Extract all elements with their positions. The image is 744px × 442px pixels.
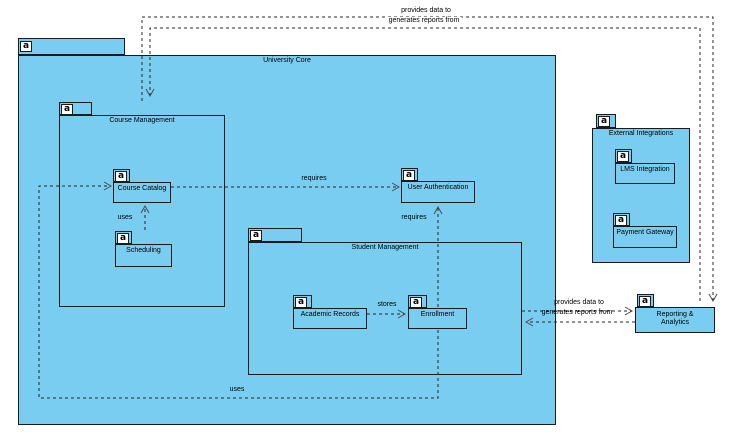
edge-label-course-management-provides-data-to-reporting: provides data to [399,7,453,15]
stereotype-badge-icon: a [410,297,422,308]
stereotype-badge-icon: a [115,171,127,182]
stereotype-badge-icon: a [617,151,629,162]
package-university-core-title: University Core [263,57,311,64]
package-course-management-tab[interactable]: a [59,102,92,115]
component-course-catalog[interactable]: Course Catalog [113,182,171,203]
package-student-management-title: Student Management [351,244,419,251]
stereotype-badge-icon: a [117,233,129,244]
component-payment-gateway-label: Payment Gateway [616,229,674,236]
component-lms-integration-tab[interactable]: a [615,149,632,163]
stereotype-badge-icon: a [639,296,651,307]
component-payment-gateway-tab[interactable]: a [613,213,630,226]
component-enrollment-tab[interactable]: a [408,295,427,308]
component-academic-records[interactable]: Academic Records [293,308,367,329]
package-external-integrations-tab[interactable]: a [596,114,616,128]
component-course-catalog-label: Course Catalog [117,185,167,192]
stereotype-badge-icon: a [20,41,32,52]
component-scheduling-label: Scheduling [126,247,161,254]
component-academic-records-tab[interactable]: a [293,295,312,308]
component-payment-gateway[interactable]: Payment Gateway [613,226,677,248]
package-course-management-title: Course Management [109,117,175,124]
package-external-integrations-title: External Integrations [608,130,674,137]
component-course-catalog-tab[interactable]: a [113,169,130,182]
component-reporting-analytics-tab[interactable]: a [637,294,654,307]
component-user-authentication-tab[interactable]: a [401,168,418,181]
open-arrowhead-icon [624,306,634,316]
component-academic-records-label: Academic Records [300,311,360,318]
component-scheduling[interactable]: Scheduling [115,244,172,267]
edge-label-reporting-generates-reports-from-course-management: generates reports from [386,17,462,25]
stereotype-badge-icon: a [61,104,73,115]
component-lms-integration[interactable]: LMS Integration [615,163,675,184]
package-student-management-body[interactable] [248,242,522,375]
open-arrowhead-icon [708,293,718,303]
stereotype-badge-icon: a [295,297,307,308]
component-enrollment[interactable]: Enrollment [408,308,467,329]
stereotype-badge-icon: a [403,170,415,181]
component-reporting-analytics[interactable]: Reporting & Analytics [635,307,715,333]
component-enrollment-label: Enrollment [420,311,455,318]
package-student-management-tab[interactable]: a [248,228,302,242]
component-lms-integration-label: LMS Integration [620,166,670,173]
component-reporting-analytics-label: Reporting & Analytics [656,311,694,326]
component-scheduling-tab[interactable]: a [115,231,132,244]
component-user-authentication-label: User Authentication [407,184,469,191]
package-university-core-tab[interactable]: a [18,38,125,55]
edge-label-student-management-provides-data-to-reporting: provides data to [554,299,604,306]
stereotype-badge-icon: a [250,230,262,241]
stereotype-badge-icon: a [615,215,627,226]
stereotype-badge-icon: a [598,116,610,127]
component-user-authentication[interactable]: User Authentication [401,181,475,203]
package-course-management-body[interactable] [59,115,225,307]
